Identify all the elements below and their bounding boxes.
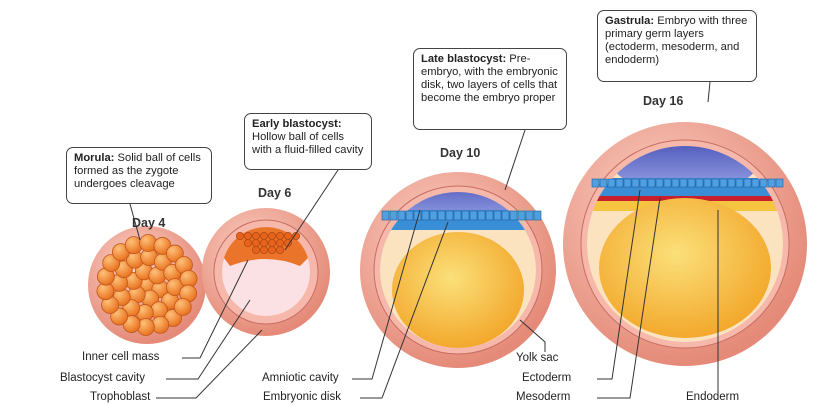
late-disk-cell [518, 211, 525, 220]
late-disk-cell [526, 211, 533, 220]
early-icm-cell [276, 232, 283, 239]
gastrula-disk-cell [624, 179, 631, 187]
early-icm-cell [268, 246, 275, 253]
morula-cell [174, 298, 191, 315]
label-mesoderm: Mesoderm [516, 391, 570, 403]
label-embryonic-disk: Embryonic disk [263, 391, 341, 403]
gastrula-disk-cell [616, 179, 623, 187]
gastrula-disk-cell [768, 179, 775, 187]
callout-early-text: Hollow ball of cells with a fluid-filled… [252, 131, 363, 156]
late-disk-cell [406, 211, 413, 220]
label-trophoblast: Trophoblast [90, 391, 150, 403]
day-4-label: Day 4 [132, 216, 165, 230]
gastrula-disk-cell [608, 179, 615, 187]
early-icm-cell [276, 246, 283, 253]
early-icm-cell [268, 232, 275, 239]
callout-early-blastocyst: Early blastocyst: Hollow ball of cells w… [244, 113, 372, 170]
early-icm-cell [260, 232, 267, 239]
late-disk-cell [422, 211, 429, 220]
late-disk-cell [486, 211, 493, 220]
gastrula-disk-cell [672, 179, 679, 187]
early-icm-cell [236, 232, 243, 239]
late-disk-cell [494, 211, 501, 220]
late-disk-cell [462, 211, 469, 220]
early-icm-cell [260, 239, 267, 246]
gastrula-disk-cell [704, 179, 711, 187]
day-10-label: Day 10 [440, 146, 480, 160]
label-endoderm: Endoderm [686, 391, 739, 403]
gastrula-disk-cell [728, 179, 735, 187]
gastrula-disk-cell [632, 179, 639, 187]
gastrula-disk-cell [600, 179, 607, 187]
callout-early-title: Early blastocyst: [252, 118, 342, 130]
gastrula-disk-cell [688, 179, 695, 187]
callout-morula: Morula: Solid ball of cells formed as th… [66, 147, 212, 204]
gastrula-disk-cell [696, 179, 703, 187]
label-yolk-sac: Yolk sac [516, 352, 558, 364]
late-blastocyst [360, 172, 556, 368]
early-icm-cell [284, 232, 291, 239]
day-6-label: Day 6 [258, 186, 291, 200]
gastrula-disk-cell [664, 179, 671, 187]
callout-late-blastocyst: Late blastocyst: Pre-embryo, with the em… [413, 48, 567, 130]
late-disk-cell [470, 211, 477, 220]
early-icm-cell [244, 239, 251, 246]
gastrula-disk-cell [640, 179, 647, 187]
early-icm-cell [260, 246, 267, 253]
early-icm-cell [252, 246, 259, 253]
callout-gastrula: Gastrula: Embryo with three primary germ… [597, 10, 757, 82]
gastrula-disk-cell [736, 179, 743, 187]
gastrula-yolk-sac [599, 198, 771, 338]
early-icm-cell [268, 239, 275, 246]
gastrula [563, 122, 807, 366]
gastrula-disk-cell [720, 179, 727, 187]
day-16-label: Day 16 [643, 94, 683, 108]
early-icm-cell [276, 239, 283, 246]
gastrula-disk-cell [744, 179, 751, 187]
callout-gastrula-title: Gastrula: [605, 15, 654, 27]
late-disk-cell [382, 211, 389, 220]
early-icm-cell [252, 232, 259, 239]
early-blastocyst [202, 208, 330, 336]
morula [88, 226, 206, 344]
early-icm-cell [252, 239, 259, 246]
callout-morula-title: Morula: [74, 152, 114, 164]
late-disk-cell [446, 211, 453, 220]
label-blastocyst-cavity: Blastocyst cavity [60, 372, 145, 384]
gastrula-disk-cell [752, 179, 759, 187]
gastrula-disk-cell [712, 179, 719, 187]
gastrula-disk-cell [776, 179, 783, 187]
gastrula-disk-cell [760, 179, 767, 187]
gastrula-disk-cell [592, 179, 599, 187]
gastrula-disk-cell [680, 179, 687, 187]
callout-late-title: Late blastocyst: [421, 53, 506, 65]
gastrula-disk-cell [648, 179, 655, 187]
early-icm-cell [244, 232, 251, 239]
gastrula-disk-cell [656, 179, 663, 187]
late-disk-cell [502, 211, 509, 220]
late-disk-cell [438, 211, 445, 220]
label-ectoderm: Ectoderm [522, 372, 571, 384]
late-yolk-sac [392, 232, 524, 348]
late-disk-cell [454, 211, 461, 220]
late-disk-cell [390, 211, 397, 220]
late-disk-cell [534, 211, 541, 220]
label-inner-cell-mass: Inner cell mass [82, 351, 159, 363]
late-disk-cell [478, 211, 485, 220]
late-disk-cell [430, 211, 437, 220]
label-amniotic-cavity: Amniotic cavity [262, 372, 339, 384]
late-disk-cell [398, 211, 405, 220]
late-disk-cell [510, 211, 517, 220]
